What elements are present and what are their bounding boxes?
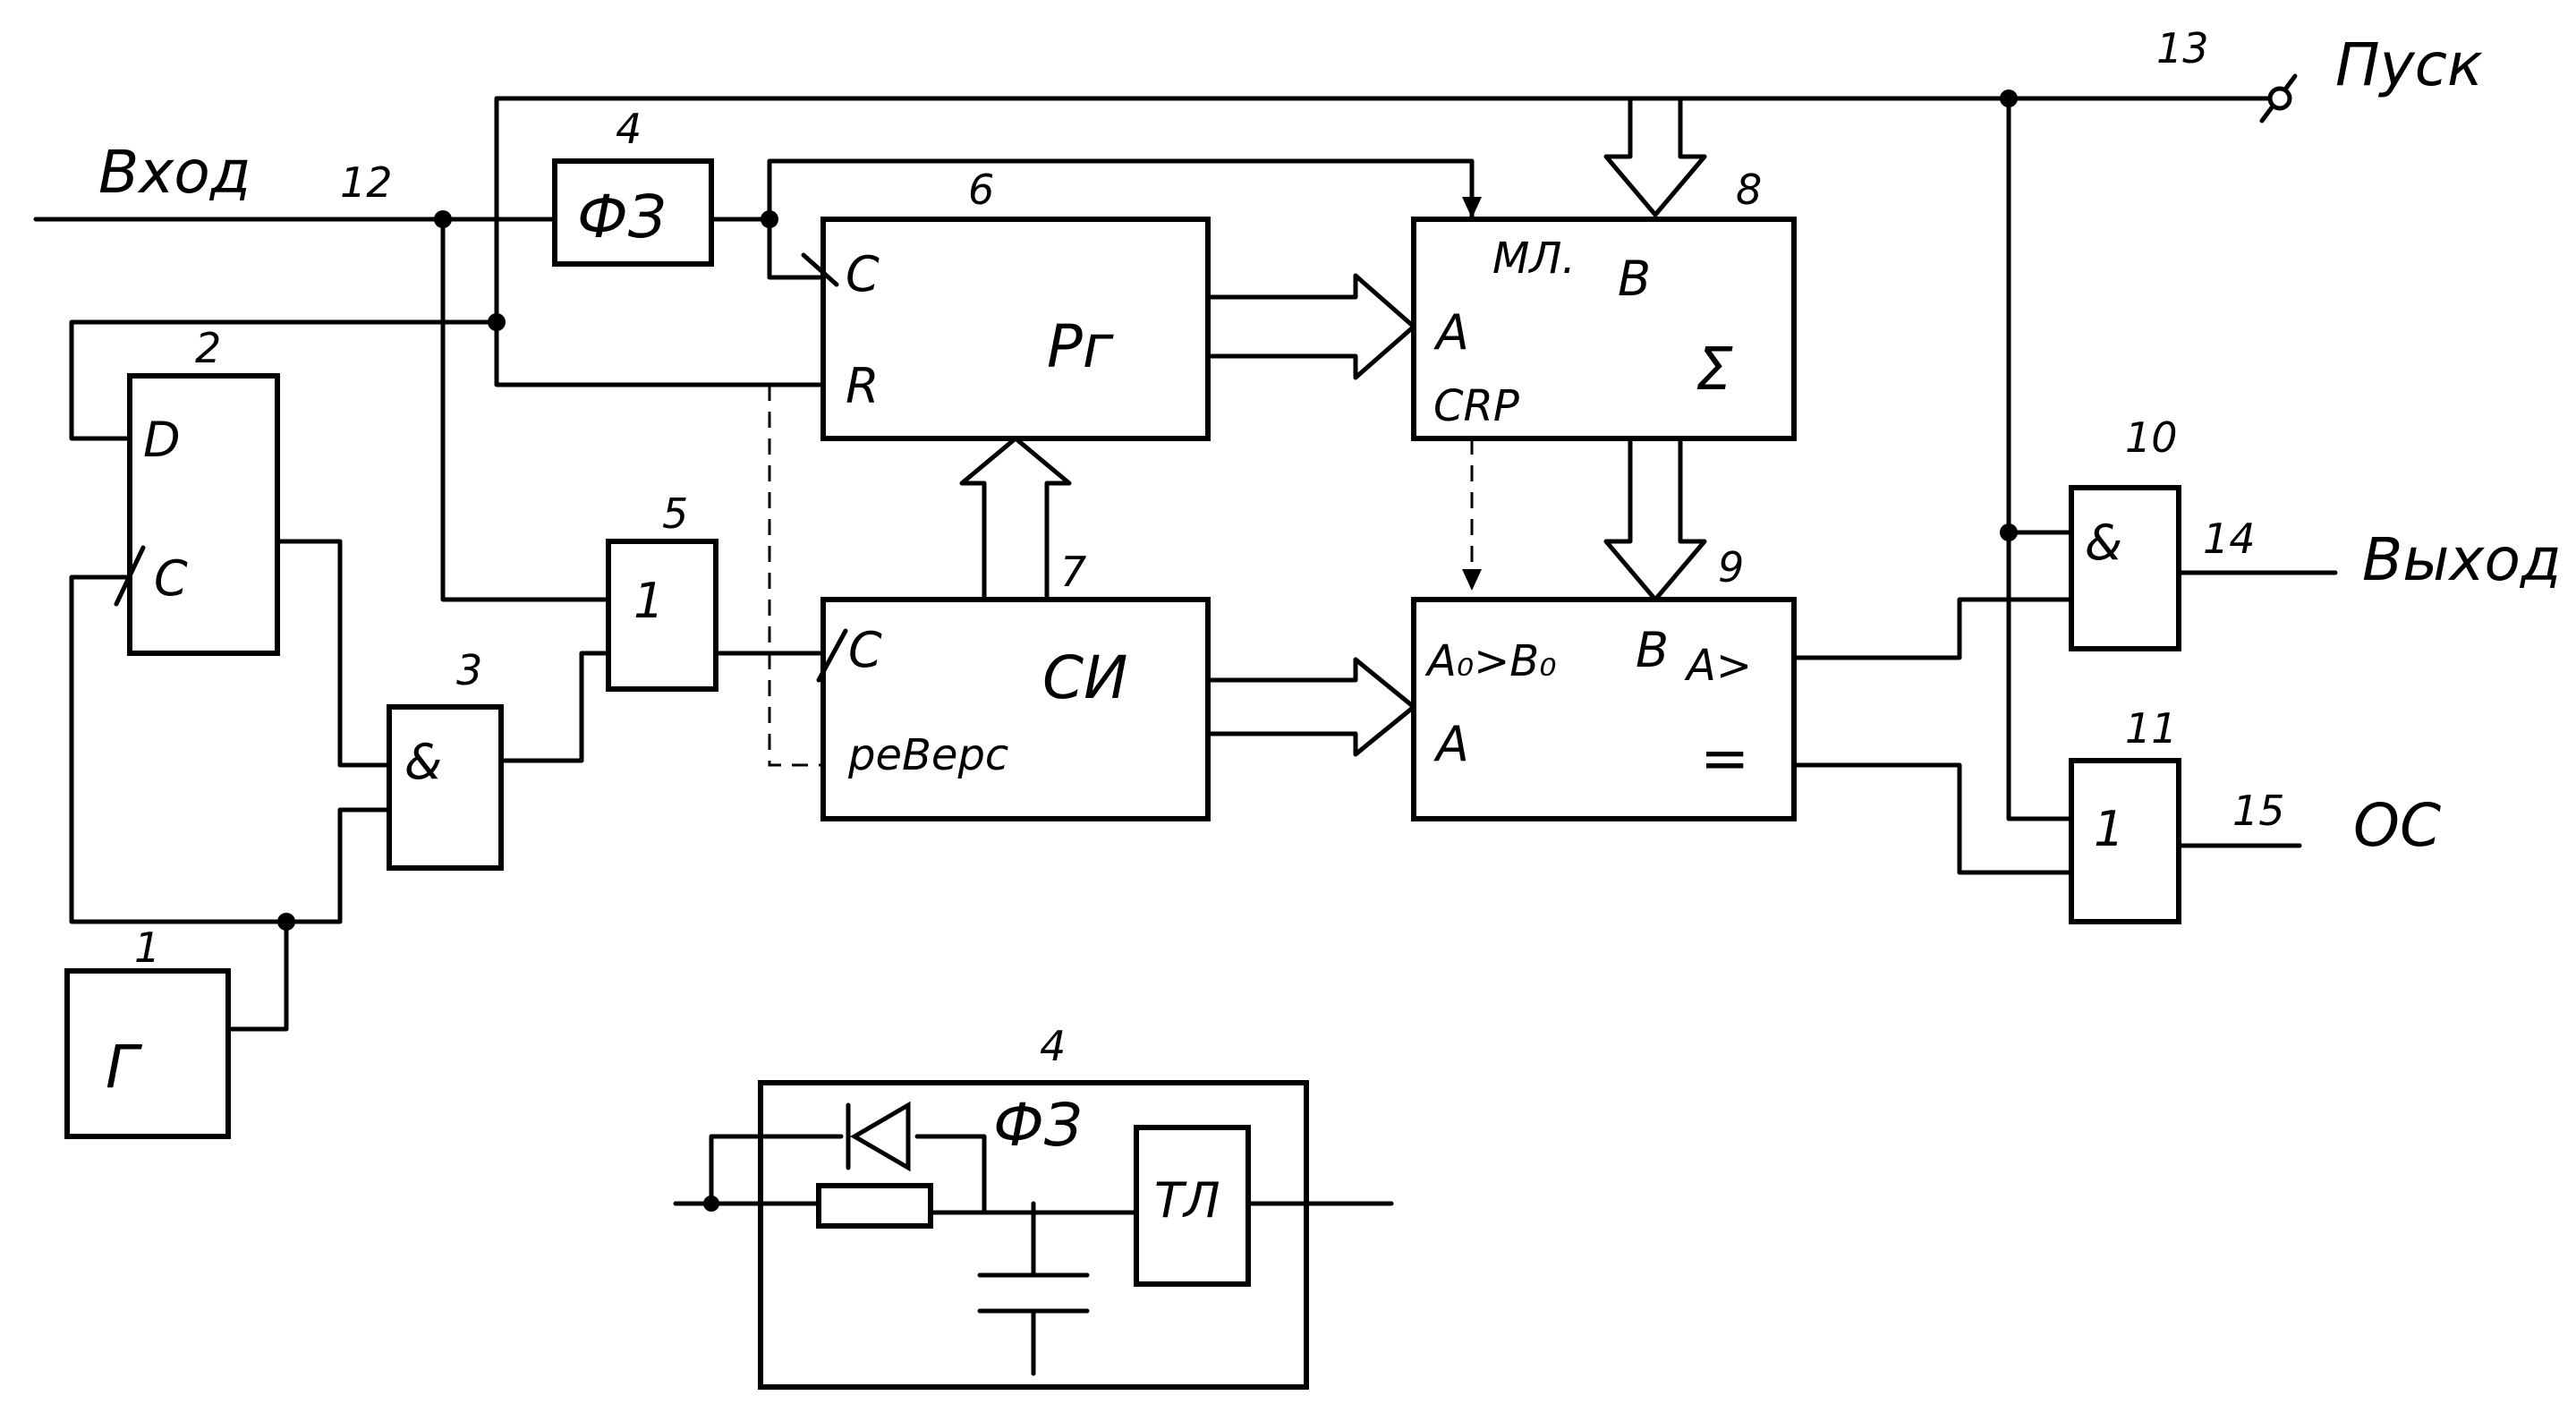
comparator-gt-to-and10-wire <box>1794 600 2071 658</box>
feedback-signal-label: ОС <box>2353 791 2441 860</box>
junction-start-and10 <box>2000 523 2018 541</box>
counter-number: 7 <box>1060 548 1086 596</box>
bus-start-to-adder-b <box>1606 98 1705 215</box>
comparator-out-eq: = <box>1700 724 1749 793</box>
adder-number: 8 <box>1736 166 1762 214</box>
register-number: 6 <box>968 166 994 214</box>
comparator-number: 9 <box>1718 543 1744 591</box>
and-gate-block-10: & 10 <box>2071 413 2179 649</box>
output-signal-label: Выход <box>2362 525 2561 594</box>
input-signal-label: Вход <box>98 138 251 207</box>
or11-box <box>2071 761 2179 922</box>
d-trigger-number: 2 <box>195 324 221 372</box>
start-signal-label: Пуск <box>2335 30 2483 99</box>
trigger-q-to-and3-wire <box>277 541 389 765</box>
adder-sigma-label: Σ <box>1696 335 1733 404</box>
input-to-or5-wire <box>443 219 608 600</box>
junction-fz-out <box>761 210 778 228</box>
junction-start-rail <box>2000 89 2018 107</box>
register-box <box>823 219 1208 438</box>
counter-pin-reverse: реВерс <box>847 730 1008 780</box>
top-rail-wire <box>497 98 2273 183</box>
or11-number: 11 <box>2125 704 2178 753</box>
adder-pin-crp: СRP <box>1433 381 1519 431</box>
or-gate-block-5: 1 5 <box>608 489 716 689</box>
comparator-out-gt: А> <box>1684 641 1752 691</box>
and-gate-block-3: & 3 <box>389 646 501 868</box>
or5-number: 5 <box>662 489 688 538</box>
dashed-reverse-line <box>769 385 823 765</box>
register-pin-c: C <box>846 246 880 302</box>
generator-box <box>67 971 228 1136</box>
bus-counter-to-register <box>962 438 1069 600</box>
output-node-number: 14 <box>2203 515 2256 563</box>
bus-adder-to-comparator <box>1606 438 1705 600</box>
register-block-6: C R Рг 6 <box>803 166 1208 438</box>
detail-number: 4 <box>1040 1022 1066 1070</box>
generator-label: Г <box>106 1033 143 1102</box>
filter-block-4: ФЗ 4 <box>555 105 711 264</box>
adder-pin-a: А <box>1433 304 1469 361</box>
register-label: Рг <box>1047 312 1114 381</box>
d-trigger-block-2: D C 2 <box>116 324 277 653</box>
junction-generator <box>277 913 295 931</box>
start-to-or11-wire <box>2009 98 2071 819</box>
fz-to-register-c-wire <box>711 219 823 277</box>
start-terminal-icon <box>2270 89 2290 108</box>
junction-left-column <box>488 313 506 331</box>
and3-number: 3 <box>456 646 482 694</box>
counter-label: СИ <box>1042 643 1127 712</box>
and10-number: 10 <box>2125 413 2178 462</box>
input-node-number: 12 <box>340 158 393 207</box>
d-trigger-pin-d: D <box>143 412 181 468</box>
filter-number: 4 <box>616 105 642 153</box>
fz-to-adder-ml-wire <box>769 161 1472 219</box>
comparator-pin-a: А <box>1433 716 1469 772</box>
bus-register-to-adder <box>1208 276 1414 378</box>
or5-label: 1 <box>633 573 664 629</box>
feedback-node-number: 15 <box>2232 787 2285 835</box>
generator-number: 1 <box>134 923 160 972</box>
arrowhead-carry <box>1462 569 1482 591</box>
comparator-pin-b: В <box>1636 622 1669 678</box>
adder-pin-ml: МЛ. <box>1492 234 1576 284</box>
and3-label: & <box>404 734 442 790</box>
bus-counter-to-comparator <box>1208 659 1414 754</box>
counter-pin-c: C <box>848 622 882 678</box>
start-node-number: 13 <box>2156 24 2209 72</box>
arrowhead-ml <box>1462 197 1482 218</box>
comparator-pin-cmp: А₀>В₀ <box>1424 636 1556 686</box>
tl-label: ТЛ <box>1154 1172 1220 1229</box>
filter-detail: 4 ТЛ ФЗ <box>676 1022 1391 1387</box>
and10-label: & <box>2085 515 2122 571</box>
d-trigger-pin-c: C <box>154 550 188 607</box>
generator-block-1: Г 1 <box>67 923 228 1136</box>
filter-label: ФЗ <box>577 183 666 251</box>
register-pin-r: R <box>846 358 880 414</box>
and3-to-or5-wire <box>501 653 608 761</box>
junction-input <box>434 210 452 228</box>
adder-pin-b: В <box>1618 251 1651 307</box>
detail-label: ФЗ <box>993 1091 1082 1160</box>
resistor-icon <box>819 1186 931 1226</box>
or11-label: 1 <box>2094 801 2124 857</box>
or-gate-block-11: 1 11 <box>2071 704 2179 922</box>
